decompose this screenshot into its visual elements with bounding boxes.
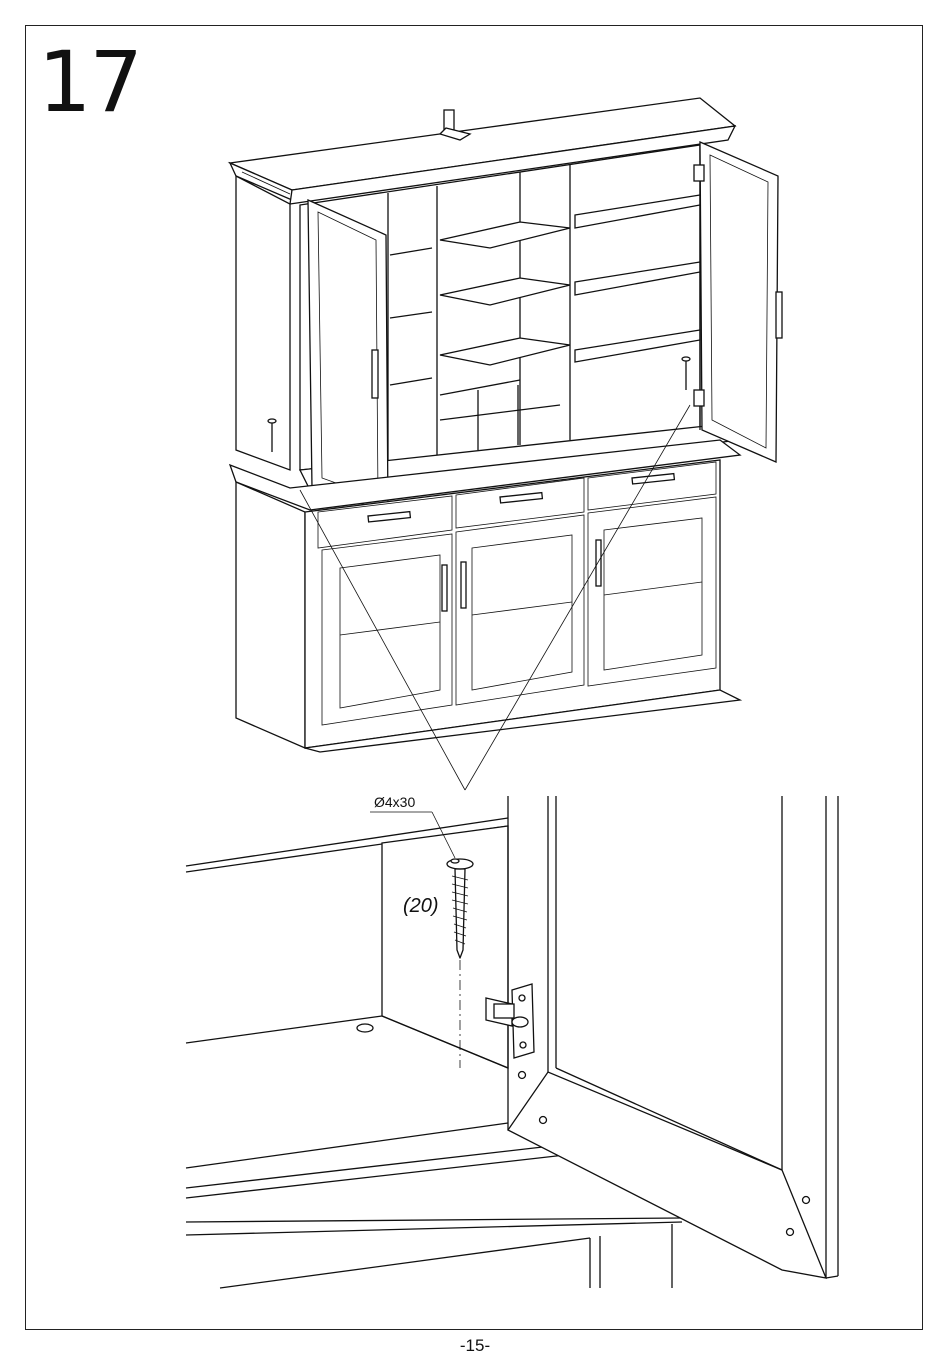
hutch-top-unit — [230, 98, 740, 490]
part-reference-label: (20) — [403, 895, 439, 918]
page-number: -15- — [0, 1336, 950, 1356]
detail-view — [186, 796, 838, 1288]
left-hutch-door — [308, 200, 388, 512]
screw-spec-label: Ø4x30 — [374, 794, 415, 810]
sideboard-base — [230, 440, 740, 752]
right-hutch-door — [694, 142, 782, 462]
